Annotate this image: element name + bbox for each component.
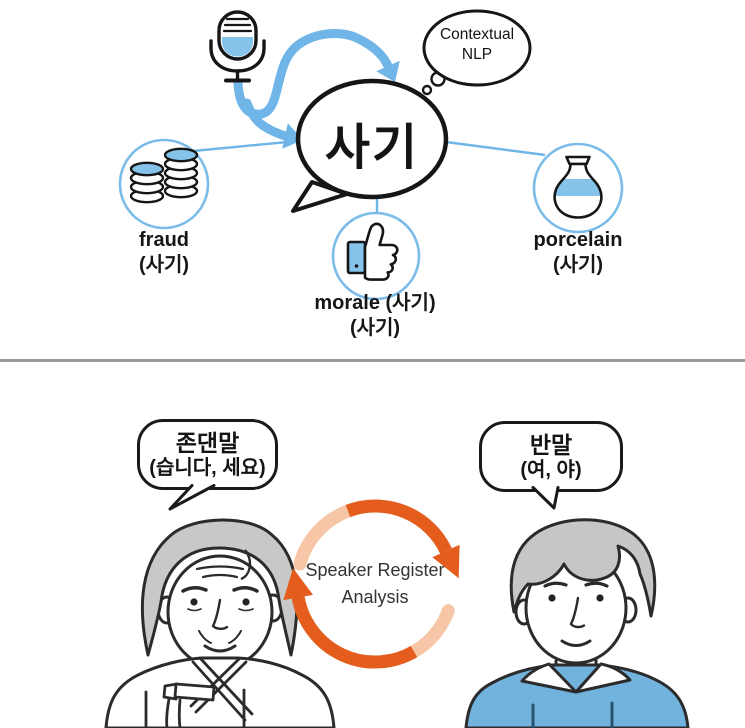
shirt-collar-left (520, 662, 578, 694)
young-man-illustration (464, 518, 690, 728)
morale-label: morale (사기) (사기) (314, 292, 436, 339)
woman-eyes-overlay (190, 598, 250, 606)
thumbs-up-icon (346, 222, 399, 281)
woman-hair (140, 518, 299, 657)
center-speech-bubble (291, 78, 449, 213)
arrowhead-side (282, 123, 303, 149)
coins-icon (129, 147, 199, 204)
hanbok-ribbon (173, 682, 216, 702)
casual-speech-bubble: 반말 (여, 야) (479, 421, 623, 492)
thought-bubble (421, 9, 532, 96)
elderly-woman-illustration (104, 518, 336, 728)
section-divider (0, 359, 745, 362)
cycle-arrowhead-right (432, 544, 460, 579)
word-sense-diagram (118, 9, 624, 301)
man-sweater (464, 663, 690, 728)
polite-bubble-tail (168, 484, 216, 511)
connector-lines (192, 139, 546, 214)
cycle-arrowhead-left (283, 568, 313, 601)
vase-icon (553, 155, 603, 219)
fraud-label: fraud (사기) (138, 229, 190, 276)
cycle-arrows (283, 499, 460, 669)
polite-speech-bubble: 존댄말 (습니다, 세요) (137, 419, 278, 490)
speech-input-arrow (233, 28, 400, 149)
porcelain-label: porcelain (사기) (533, 229, 623, 276)
microphone-icon (209, 10, 266, 83)
man-hair (509, 518, 657, 618)
arrowhead-top (376, 60, 400, 82)
center-word: 사기 (324, 121, 420, 175)
casual-bubble-tail (531, 486, 560, 510)
cycle-label: Speaker Register Analysis (305, 560, 445, 607)
shirt-collar-right (574, 662, 632, 694)
thought-bubble-label: Contextual NLP (439, 26, 515, 63)
